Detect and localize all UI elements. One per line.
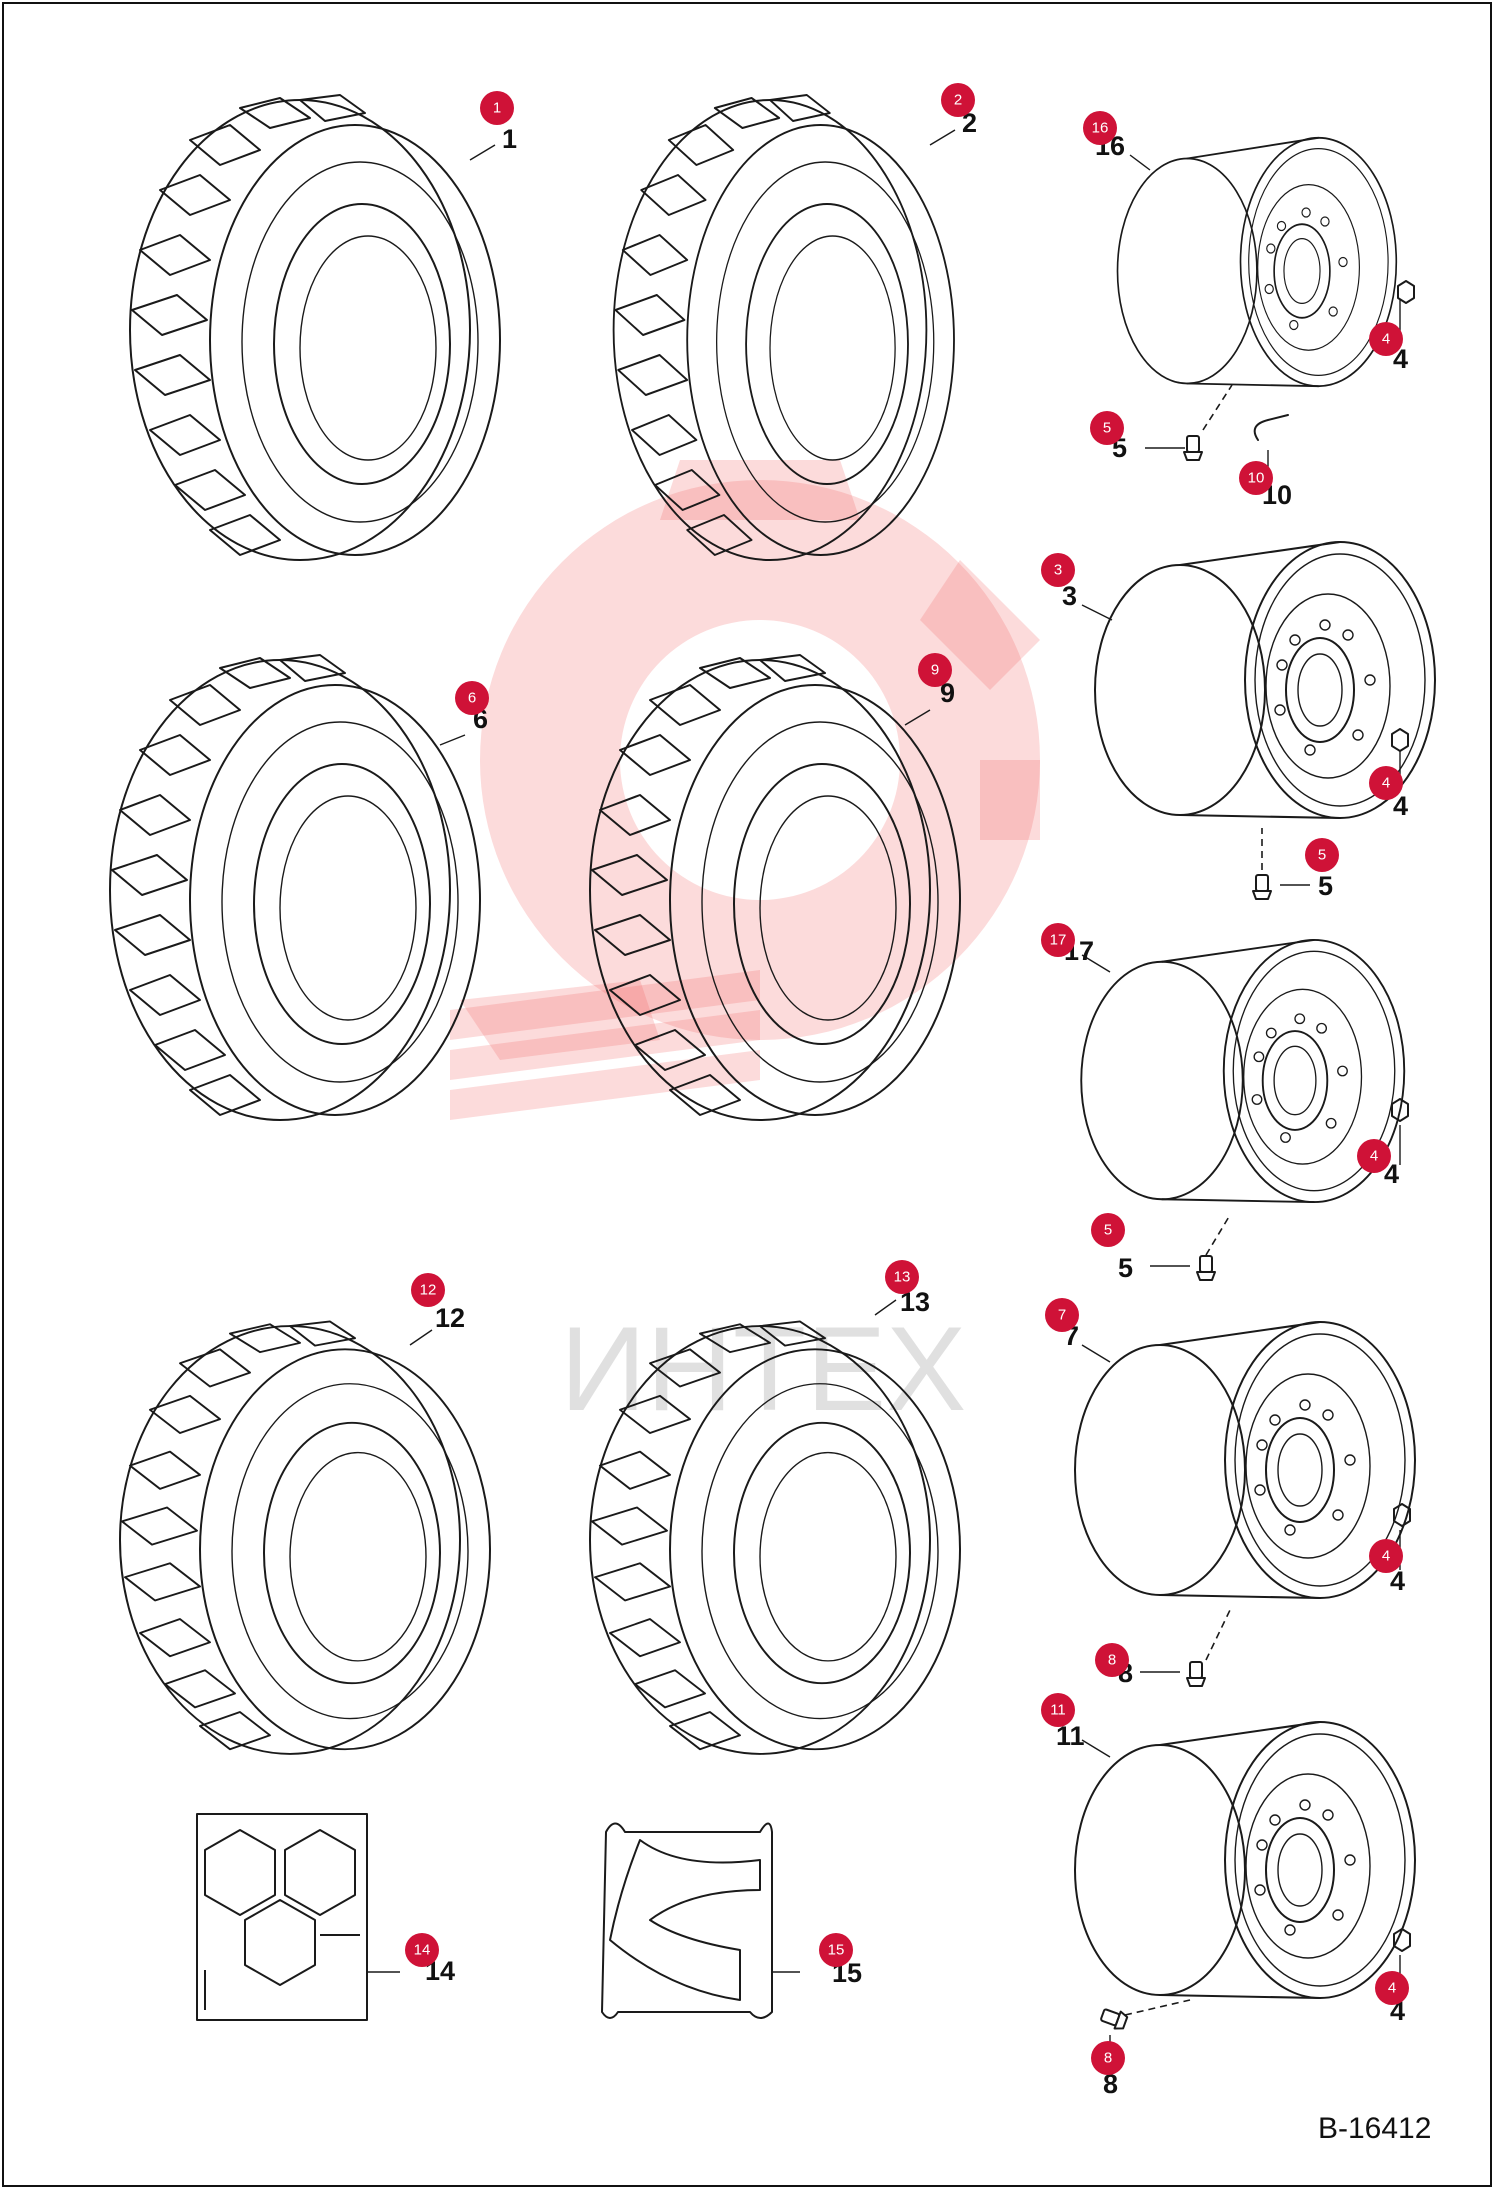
svg-text:15: 15	[828, 1942, 845, 1959]
valve-5b	[1252, 874, 1272, 900]
valve-line-8a	[1205, 1609, 1231, 1661]
svg-text:9: 9	[931, 662, 939, 679]
tire-6	[109, 654, 481, 1121]
nut-4a	[1397, 280, 1415, 304]
svg-text:4: 4	[1382, 331, 1390, 348]
badge-4a[interactable]: 4	[1369, 322, 1403, 356]
svg-text:3: 3	[1054, 562, 1062, 579]
badge-7[interactable]: 7	[1045, 1298, 1079, 1332]
num-4b: 4	[1393, 791, 1408, 821]
tire-12	[119, 1320, 491, 1755]
num-12: 12	[435, 1303, 465, 1333]
valve-5a	[1183, 435, 1203, 461]
valve-line-5a	[1202, 384, 1233, 431]
svg-text:7: 7	[1058, 1307, 1066, 1324]
num-3: 3	[1062, 581, 1077, 611]
nut-4b	[1391, 728, 1409, 752]
badge-1[interactable]: 1	[480, 91, 514, 125]
svg-text:5: 5	[1318, 847, 1326, 864]
num-9: 9	[940, 678, 955, 708]
badge-5b[interactable]: 5	[1305, 838, 1339, 872]
badge-4d[interactable]: 4	[1369, 1539, 1403, 1573]
badge-9[interactable]: 9	[918, 653, 952, 687]
rim-11	[1074, 1721, 1416, 1999]
leader-lines	[409, 129, 1401, 2060]
badge-5a[interactable]: 5	[1090, 411, 1124, 445]
svg-text:2: 2	[954, 92, 962, 109]
tread-pattern-14	[196, 1813, 400, 2021]
tire-1	[129, 94, 501, 561]
svg-text:4: 4	[1370, 1148, 1378, 1165]
valve-10	[1253, 414, 1289, 441]
num-5b: 5	[1318, 871, 1333, 901]
badge-11[interactable]: 11	[1041, 1693, 1075, 1727]
badge-4b[interactable]: 4	[1369, 766, 1403, 800]
svg-text:6: 6	[468, 690, 476, 707]
badge-4e[interactable]: 4	[1375, 1971, 1409, 2005]
badge-13[interactable]: 13	[885, 1260, 919, 1294]
svg-text:12: 12	[420, 1282, 437, 1299]
badge-6[interactable]: 6	[455, 681, 489, 715]
valve-8b	[1098, 2005, 1130, 2033]
tread-pattern-15	[601, 1822, 800, 2019]
svg-text:4: 4	[1388, 1980, 1396, 1997]
valve-line-5c	[1205, 1214, 1231, 1256]
valve-line-8b	[1124, 1999, 1191, 2016]
badge-2[interactable]: 2	[941, 83, 975, 117]
badge-3[interactable]: 3	[1041, 553, 1075, 587]
rim-16	[1116, 136, 1398, 388]
num-4d: 4	[1390, 1566, 1405, 1596]
valve-8a	[1186, 1661, 1206, 1687]
num-4c: 4	[1384, 1159, 1399, 1189]
svg-text:8: 8	[1104, 2050, 1112, 2067]
num-1: 1	[502, 124, 517, 154]
callout-badges[interactable]: 1 2 16 4 5 10 3 4 5 6 9 17 4 5 12 13 7 4…	[405, 83, 1409, 2075]
svg-text:1: 1	[493, 100, 501, 117]
badge-5c[interactable]: 5	[1091, 1213, 1125, 1247]
svg-text:13: 13	[894, 1269, 911, 1286]
svg-text:4: 4	[1382, 1548, 1390, 1565]
rim-17	[1080, 938, 1406, 1204]
svg-text:11: 11	[1050, 1702, 1066, 1719]
rim-7	[1074, 1321, 1416, 1599]
badge-14[interactable]: 14	[405, 1933, 439, 1967]
badge-12[interactable]: 12	[411, 1273, 445, 1307]
badge-10[interactable]: 10	[1239, 461, 1273, 495]
num-5c: 5	[1118, 1253, 1133, 1283]
badge-8a[interactable]: 8	[1095, 1643, 1129, 1677]
num-2: 2	[962, 108, 977, 138]
watermark	[450, 460, 1040, 1120]
valve-5c	[1196, 1255, 1216, 1281]
badge-4c[interactable]: 4	[1357, 1139, 1391, 1173]
svg-text:17: 17	[1050, 932, 1067, 949]
svg-text:5: 5	[1103, 420, 1111, 437]
svg-text:8: 8	[1108, 1652, 1116, 1669]
svg-text:4: 4	[1382, 775, 1390, 792]
watermark-text: ИНТЕХ	[560, 1302, 966, 1436]
drawing-reference: B-16412	[1318, 2112, 1431, 2145]
svg-text:5: 5	[1104, 1222, 1112, 1239]
svg-text:14: 14	[414, 1942, 431, 1959]
num-8b: 8	[1103, 2069, 1118, 2099]
svg-text:10: 10	[1248, 470, 1265, 487]
svg-text:16: 16	[1092, 120, 1109, 137]
badge-15[interactable]: 15	[819, 1933, 853, 1967]
badge-17[interactable]: 17	[1041, 923, 1075, 957]
badge-16[interactable]: 16	[1083, 111, 1117, 145]
badge-8b[interactable]: 8	[1091, 2041, 1125, 2075]
